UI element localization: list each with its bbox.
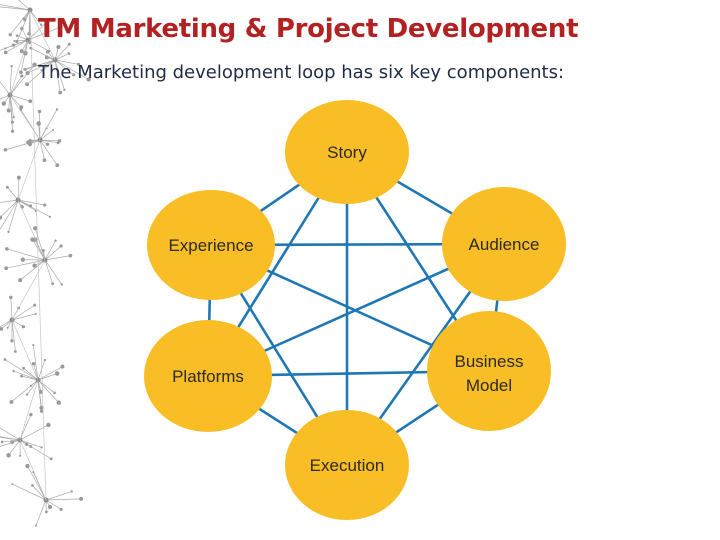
node-experience: Experience bbox=[147, 190, 275, 300]
node-story-ellipse bbox=[285, 100, 409, 204]
node-platforms-ellipse bbox=[144, 320, 272, 432]
slide-title: TM Marketing & Project Development bbox=[38, 14, 579, 44]
node-platforms-label: Platforms bbox=[172, 367, 244, 386]
node-experience-label: Experience bbox=[168, 236, 253, 255]
node-story-label: Story bbox=[327, 143, 367, 162]
node-execution: Execution bbox=[285, 410, 409, 520]
node-audience-ellipse bbox=[442, 187, 566, 301]
node-audience: Audience bbox=[442, 187, 566, 301]
node-audience-label: Audience bbox=[469, 235, 540, 254]
node-platforms: Platforms bbox=[144, 320, 272, 432]
decorative-network-background bbox=[0, 0, 91, 527]
node-story: Story bbox=[285, 100, 409, 204]
node-experience-ellipse bbox=[147, 190, 275, 300]
slide-subtitle: The Marketing development loop has six k… bbox=[38, 62, 565, 83]
node-business-model-ellipse bbox=[427, 311, 551, 431]
node-execution-ellipse bbox=[285, 410, 409, 520]
node-execution-label: Execution bbox=[310, 456, 385, 475]
